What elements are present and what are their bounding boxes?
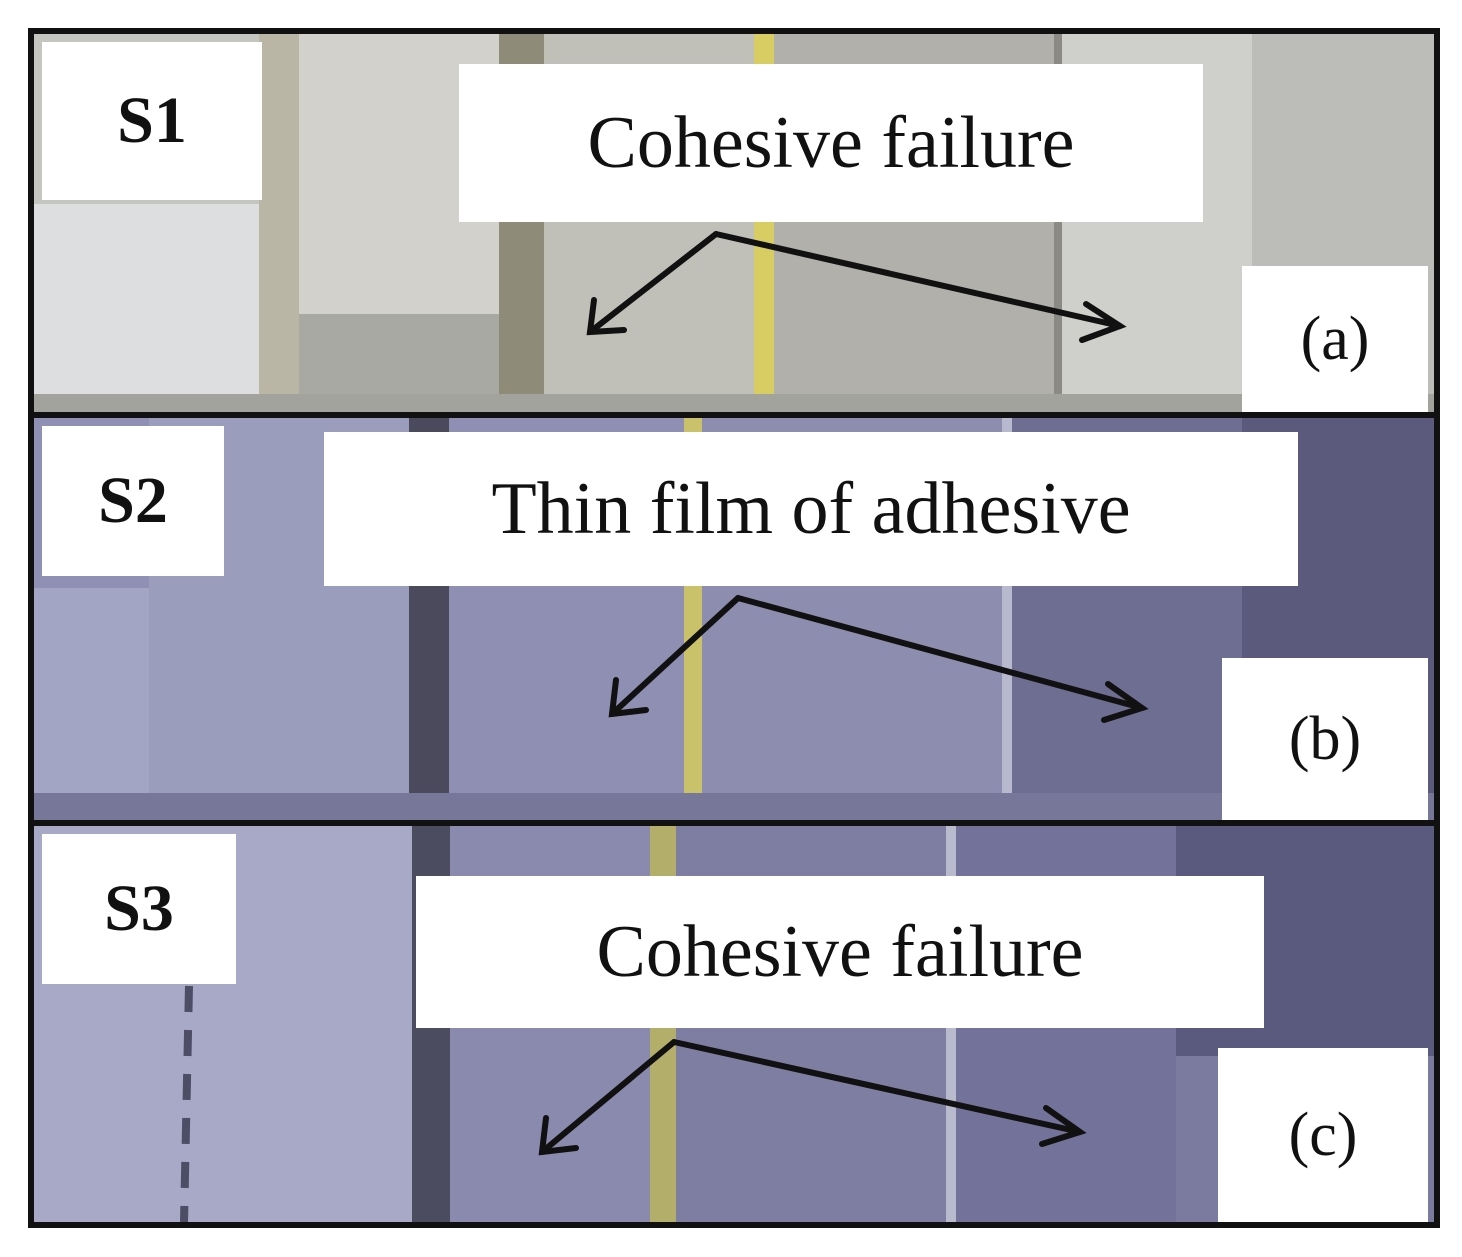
sample-id-text: S1 — [117, 84, 187, 157]
panel-tag-a: (a) — [1242, 266, 1428, 412]
panel-tag-text: (c) — [1288, 1100, 1358, 1169]
callout-text: Thin film of adhesive — [491, 467, 1131, 550]
panel-tag-text: (b) — [1288, 704, 1362, 773]
figure-frame: S1 Cohesive failure (a) — [28, 28, 1440, 1228]
sample-id-text: S2 — [98, 464, 168, 537]
callout-s2: Thin film of adhesive — [324, 432, 1298, 586]
sample-id-s1: S1 — [42, 42, 262, 200]
panel-s2: S2 Thin film of adhesive (b) — [34, 418, 1434, 820]
panel-tag-text: (a) — [1300, 304, 1370, 373]
sample-id-s3: S3 — [42, 834, 236, 984]
callout-text: Cohesive failure — [596, 910, 1084, 993]
sample-id-s2: S2 — [42, 426, 224, 576]
callout-s1: Cohesive failure — [459, 64, 1203, 222]
panel-s1: S1 Cohesive failure (a) — [34, 34, 1434, 412]
callout-text: Cohesive failure — [587, 101, 1075, 184]
panel-tag-c: (c) — [1218, 1048, 1428, 1222]
panel-s3: S3 Cohesive failure (c) — [34, 826, 1434, 1222]
sample-id-text: S3 — [104, 872, 174, 945]
callout-s3: Cohesive failure — [416, 876, 1264, 1028]
panel-tag-b: (b) — [1222, 658, 1428, 820]
